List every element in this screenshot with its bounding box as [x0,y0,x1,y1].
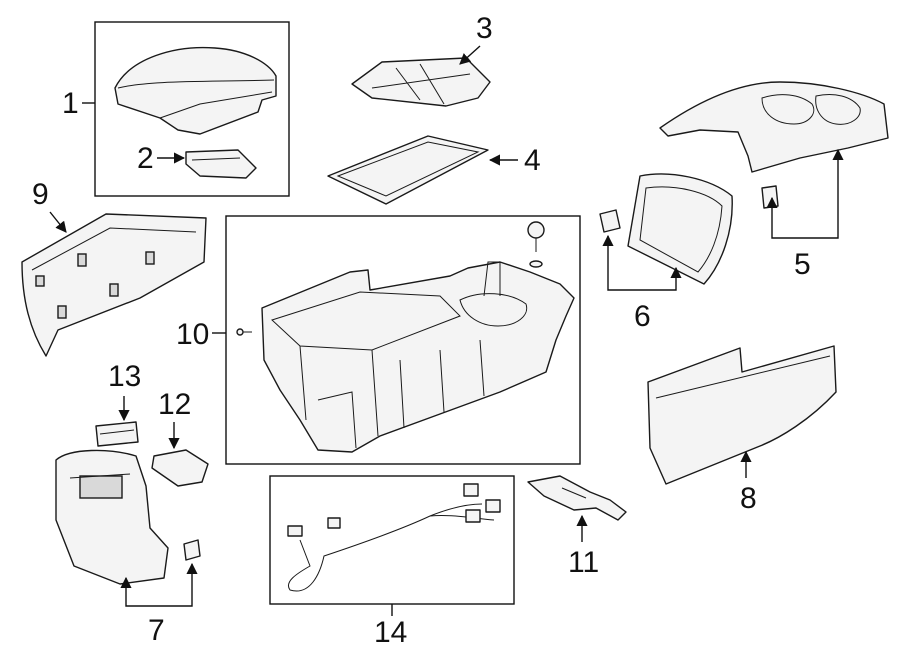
callout-label-13: 13 [108,360,141,393]
callout-10: 10 [176,318,226,351]
callout-9: 9 [32,178,67,233]
callout-14: 14 [374,604,407,649]
callout-11: 11 [568,514,599,579]
callout-label-8: 8 [740,482,757,515]
storage-mat-part [327,135,489,205]
bracket-part-12 [151,449,209,487]
callout-7: 7 [120,562,198,647]
console-pin-part [236,328,252,336]
console-body-part [261,261,575,453]
console-screw-part [527,221,545,268]
callout-2: 2 [137,142,186,175]
callout-label-6: 6 [634,300,651,333]
callout-6: 6 [602,234,682,333]
callout-5: 5 [766,148,844,281]
console-trim-bezel-part [659,81,889,173]
panel-clip-part [599,209,621,233]
group-box-console [225,215,581,465]
trim-clip-part [761,185,779,209]
callout-label-2: 2 [137,142,154,175]
callout-3: 3 [459,12,493,65]
switch-part-13 [95,421,139,447]
callout-label-7: 7 [148,614,165,647]
callout-label-11: 11 [568,546,599,579]
callout-13: 13 [108,360,141,422]
callout-label-5: 5 [794,248,811,281]
storage-tray-part [351,57,491,107]
wiring-harness-part [287,483,501,592]
rear-cover-clip-part [183,539,201,561]
armrest-latch-part [185,149,257,179]
callout-label-9: 9 [32,178,49,211]
group-box-armrest [94,21,290,197]
callout-label-3: 3 [476,12,493,45]
callout-12: 12 [158,388,191,450]
console-left-panel-part [21,213,207,357]
callout-1: 1 [62,87,95,120]
console-end-panel-part [627,173,733,285]
callout-label-10: 10 [176,318,209,351]
callout-4: 4 [488,144,541,177]
callout-label-4: 4 [524,144,541,177]
callout-label-1: 1 [62,87,79,120]
callout-8: 8 [740,450,757,515]
console-rear-cover-part [55,449,169,585]
callout-label-14: 14 [374,616,407,649]
callout-label-12: 12 [158,388,191,421]
console-side-cover-part [647,345,837,485]
armrest-lid-part [114,46,277,135]
mounting-bracket-part-11 [527,475,627,521]
